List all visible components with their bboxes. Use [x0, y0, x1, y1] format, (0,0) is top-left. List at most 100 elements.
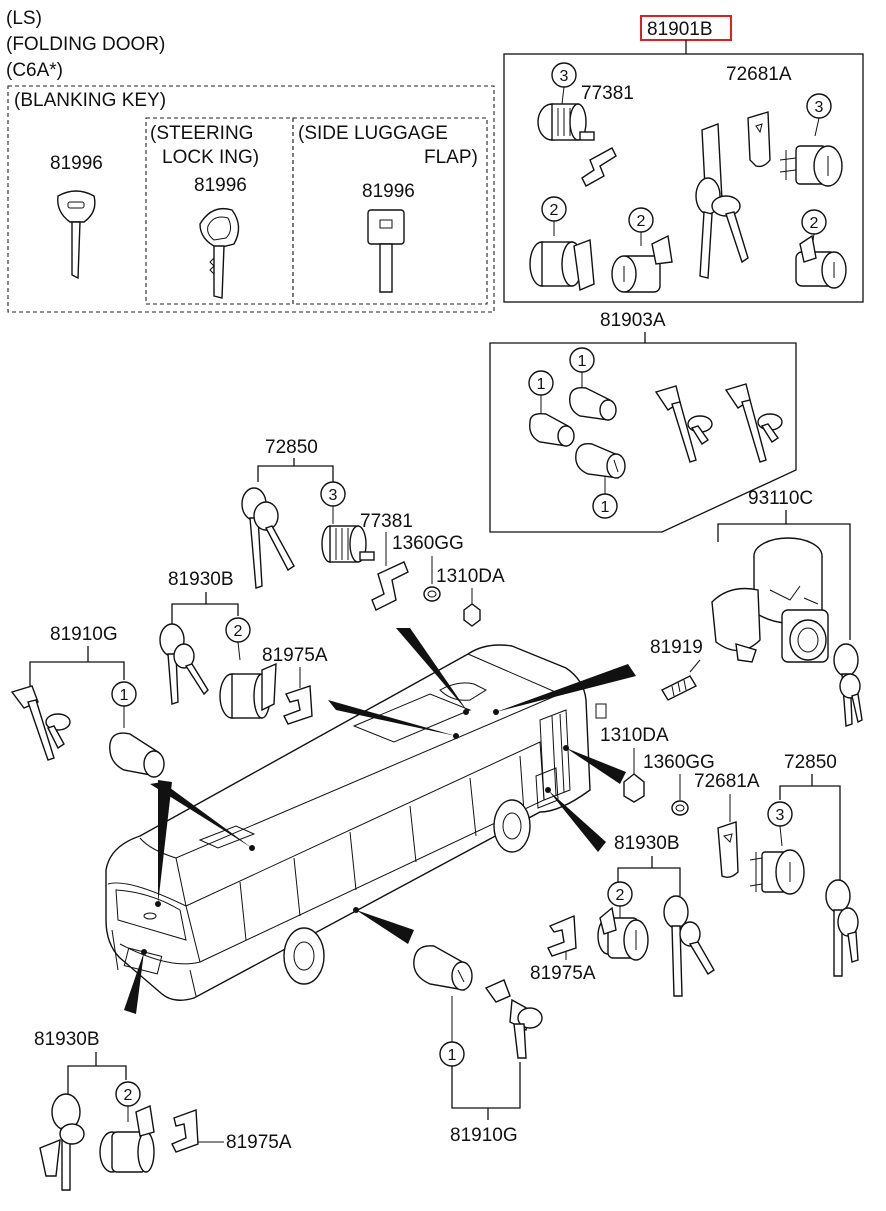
- lower-keys-icon: [825, 879, 859, 977]
- svg-text:3: 3: [776, 807, 785, 824]
- kit-81903A-box: [489, 342, 797, 533]
- label-1310DA-lower: 1310DA: [600, 725, 669, 746]
- side-luggage-title-2: FLAP): [424, 147, 478, 168]
- steering-key-icon: [199, 207, 240, 299]
- blanking-key-title: (BLANKING KEY): [14, 90, 166, 111]
- blanking-key-box: [7, 85, 495, 313]
- callout-2-kit-b: 2: [628, 207, 654, 246]
- 81930B-upper-keys-icon: [159, 623, 209, 705]
- label-72850-lower: 72850: [784, 752, 837, 773]
- 81910G-lower-cylinder-icon: [413, 945, 473, 991]
- label-72850-upper: 72850: [265, 437, 318, 458]
- label-1360GG-lower: 1360GG: [643, 752, 715, 773]
- svg-text:3: 3: [329, 487, 338, 504]
- label-77381-upper: 77381: [360, 511, 413, 532]
- leader-wedge-6: [124, 952, 144, 1014]
- header-ls: (LS): [6, 8, 42, 29]
- ignition-switch-icon: [711, 537, 829, 663]
- callout-3-kit-a: 3: [551, 62, 577, 105]
- leader-wedge-1: [396, 628, 468, 712]
- svg-text:1: 1: [120, 687, 129, 704]
- svg-text:1: 1: [578, 353, 587, 370]
- svg-text:2: 2: [124, 1087, 133, 1104]
- label-81930B-lower: 81930B: [34, 1029, 100, 1050]
- label-81903A: 81903A: [600, 310, 666, 331]
- label-77381-kit: 77381: [581, 83, 634, 104]
- side-luggage-box: [292, 117, 488, 305]
- lower-tab-icon: [717, 821, 739, 879]
- steering-title-2: LOCK ING): [162, 147, 259, 168]
- upper-bracket-icon: [371, 561, 409, 611]
- 81975A-upper-clip-icon: [283, 685, 313, 725]
- label-81930B-right: 81930B: [614, 833, 680, 854]
- set-cylinder-a-icon: [529, 412, 575, 447]
- ignition-keys-icon: [833, 643, 863, 727]
- header-c6a: (C6A*): [6, 60, 63, 81]
- 81975A-right-clip-icon: [547, 914, 577, 957]
- label-72681A-kit: 72681A: [726, 64, 792, 85]
- set-cylinder-c-icon: [575, 443, 626, 479]
- label-81996-blanking: 81996: [50, 153, 103, 174]
- svg-text:2: 2: [637, 213, 646, 230]
- svg-text:3: 3: [815, 99, 824, 116]
- label-81930B-upper: 81930B: [168, 569, 234, 590]
- upper-keys-icon: [241, 487, 295, 589]
- callout-1-set-c: 1: [592, 476, 618, 519]
- kit-tab-icon: [747, 111, 771, 168]
- lower-washer-icon: [671, 800, 689, 816]
- kit-cam-lock-c-icon: [795, 234, 847, 289]
- leader-wedge-5: [158, 780, 172, 904]
- upper-lock-cylinder-icon: [321, 525, 375, 563]
- 81930B-right-keys-icon: [663, 895, 715, 997]
- svg-text:2: 2: [550, 202, 559, 219]
- label-81919: 81919: [650, 637, 703, 658]
- leader-wedge-7: [356, 910, 414, 944]
- svg-text:1: 1: [601, 499, 610, 516]
- svg-text:1: 1: [448, 1047, 457, 1064]
- lower-nut-icon: [623, 773, 645, 803]
- side-luggage-key-icon: [367, 209, 405, 293]
- 81930B-right-cam-lock-icon: [597, 906, 649, 961]
- label-81910G-lower: 81910G: [450, 1125, 518, 1146]
- callout-1-81910G-upper: 1: [111, 681, 137, 728]
- kit-81901B-box: [503, 53, 864, 303]
- leader-wedge-3: [496, 664, 636, 712]
- leader-wedge-2: [328, 700, 456, 736]
- 81930B-upper-cam-lock-icon: [219, 662, 277, 719]
- callout-1-81910G-lower: 1: [439, 996, 465, 1067]
- lower-lock-cylinder-icon: [749, 849, 805, 895]
- blanking-key-icon: [57, 190, 96, 280]
- leader-wedge-8: [566, 748, 626, 784]
- kit-bracket-icon: [581, 147, 617, 187]
- callout-2-81930B-lower: 2: [115, 1081, 141, 1122]
- label-81996-side: 81996: [362, 181, 415, 202]
- callout-2-81930B-right: 2: [607, 881, 633, 920]
- steering-title-1: (STEERING: [150, 123, 253, 144]
- header-folding-door: (FOLDING DOOR): [6, 34, 165, 55]
- callout-2-81930B-upper: 2: [225, 617, 251, 661]
- label-1360GG-upper: 1360GG: [392, 533, 464, 554]
- callout-3-upper: 3: [320, 481, 346, 524]
- label-1310DA-upper: 1310DA: [436, 566, 505, 587]
- callout-1-set-b: 1: [569, 347, 595, 390]
- kit-lock-cylinder-threaded-icon: [537, 103, 595, 141]
- 81910G-lower-keys-icon: [484, 979, 543, 1059]
- svg-text:2: 2: [234, 623, 243, 640]
- callout-2-kit-c: 2: [801, 209, 827, 249]
- bus-illustration: [105, 644, 607, 1001]
- set-cylinder-b-icon: [569, 386, 617, 421]
- label-93110C: 93110C: [748, 488, 813, 509]
- label-81975A-upper: 81975A: [262, 645, 328, 666]
- callout-1-set-a: 1: [528, 370, 554, 416]
- svg-text:2: 2: [810, 215, 819, 232]
- 81910G-upper-keys-icon: [10, 685, 71, 761]
- leader-wedge-9: [548, 790, 606, 852]
- kit-cam-lock-b-icon: [611, 234, 673, 293]
- kit-keys-icon: [695, 177, 749, 279]
- callout-3-lower: 3: [767, 801, 793, 847]
- set-keys-b-icon: [724, 383, 783, 463]
- label-81901B: 81901B: [647, 19, 713, 40]
- 81975A-lower-clip-icon: [171, 1109, 199, 1153]
- side-luggage-title-1: (SIDE LUGGAGE: [298, 123, 448, 144]
